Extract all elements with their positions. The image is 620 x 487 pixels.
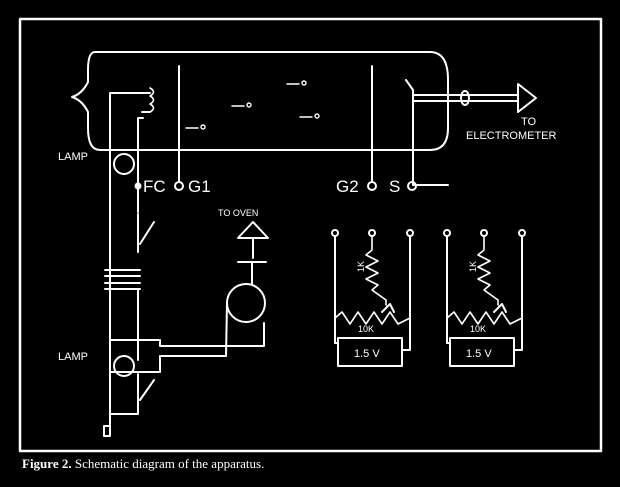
caption-prefix: Figure 2. [22, 456, 72, 471]
switch-bottom [137, 373, 155, 409]
electrometer-label: ELECTROMETER [466, 130, 557, 142]
battery-left-label: 1.5 V [354, 348, 380, 360]
tube-markers [185, 80, 320, 130]
to-oven-label: TO OVEN [218, 208, 258, 218]
resistor-1k-left-label: 1K [356, 261, 366, 272]
resistor-1k-right-label: 1K [468, 261, 478, 272]
power-supply-right [443, 229, 526, 367]
pot-10k-left-label: 10K [358, 324, 374, 334]
tube-envelope [71, 51, 449, 151]
g2-label: G2 [336, 177, 359, 196]
lamp-bottom [113, 355, 135, 377]
g1-label: G1 [188, 177, 211, 196]
figure-caption: Figure 2. Schematic diagram of the appar… [22, 456, 264, 472]
power-supply-left [331, 229, 414, 367]
terminal-s [407, 181, 417, 191]
caption-text: Schematic diagram of the apparatus. [74, 456, 265, 471]
battery-right-label: 1.5 V [466, 348, 492, 360]
fc-label: FC [143, 177, 166, 196]
collector-s-electrode [405, 79, 414, 139]
figure-frame [18, 17, 603, 453]
terminal-g1 [174, 181, 184, 191]
switch-top [137, 213, 155, 253]
oven-motor [226, 283, 266, 323]
lamp-top [113, 153, 135, 175]
lamp-label-bottom: LAMP [58, 351, 88, 363]
terminal-g2 [367, 181, 377, 191]
electrometer-lead [412, 83, 537, 113]
pot-10k-right-label: 10K [470, 324, 486, 334]
s-label: S [389, 177, 400, 196]
oven-arrow [237, 221, 269, 239]
to-label: TO [521, 116, 537, 128]
filament [109, 87, 155, 113]
lamp-label-top: LAMP [58, 151, 88, 163]
